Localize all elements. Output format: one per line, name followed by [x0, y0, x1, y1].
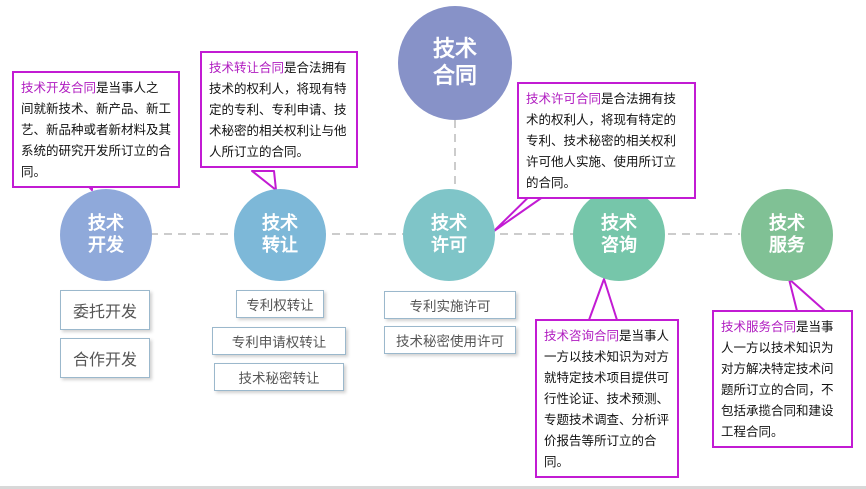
bottom-divider	[0, 486, 866, 489]
sub-box-patent-application-transfer: 专利申请权转让	[212, 327, 346, 355]
callout-tech-development: 技术开发合同是当事人之间就新技术、新产品、新工艺、新品种或者新材料及其系统的研究…	[12, 71, 180, 188]
main-circle-line2: 合同	[432, 64, 477, 89]
callout-text: 是当事人一方以技术知识为对方就特定技术项目提供可行性论证、技术预测、专题技术调查…	[544, 328, 670, 469]
node-tech-transfer: 技术 转让	[234, 189, 326, 281]
callout-term: 技术许可合同	[526, 91, 602, 106]
callout-term: 技术咨询合同	[544, 328, 620, 343]
callout-term: 技术转让合同	[209, 60, 285, 75]
node-tech-license: 技术 许可	[403, 189, 495, 281]
sub-box-secret-license: 技术秘密使用许可	[384, 326, 516, 354]
node-line1: 技术	[769, 212, 805, 234]
callout-text: 是当事人之间就新技术、新产品、新工艺、新品种或者新材料及其系统的研究开发所订立的…	[21, 80, 172, 179]
sub-box-commissioned-development: 委托开发	[60, 290, 150, 330]
callout-pointer-transfer	[251, 170, 277, 191]
node-tech-development: 技术 开发	[60, 189, 152, 281]
callout-text: 是合法拥有技术的权利人，将现有特定的专利、专利申请、技术秘密的相关权利让与他人所…	[209, 60, 347, 159]
sub-box-label: 技术秘密使用许可	[396, 334, 504, 350]
callout-tech-service: 技术服务合同是当事人一方以技术知识为对方解决特定技术问题所订立的合同，不包括承揽…	[712, 310, 853, 448]
sub-box-label: 专利申请权转让	[231, 335, 327, 351]
callout-pointer-service	[788, 278, 826, 312]
callout-text: 是合法拥有技术的权利人，将现有特定的专利、技术秘密的相关权利许可他人实施、使用所…	[526, 91, 677, 190]
sub-box-patent-transfer: 专利权转让	[236, 290, 324, 318]
callout-text: 是当事人一方以技术知识为对方解决特定技术问题所订立的合同，不包括承揽合同和建设工…	[721, 319, 834, 439]
sub-box-label: 合作开发	[72, 350, 137, 369]
sub-box-label: 技术秘密转让	[238, 371, 320, 387]
sub-box-patent-license: 专利实施许可	[384, 291, 516, 319]
node-tech-consulting: 技术 咨询	[573, 189, 665, 281]
sub-box-label: 委托开发	[72, 302, 137, 321]
node-line1: 技术	[601, 212, 637, 234]
callout-term: 技术开发合同	[21, 80, 97, 95]
node-line1: 技术	[431, 212, 467, 234]
callout-tech-consulting: 技术咨询合同是当事人一方以技术知识为对方就特定技术项目提供可行性论证、技术预测、…	[535, 319, 679, 478]
main-circle-line1: 技术	[432, 36, 477, 62]
sub-box-label: 专利权转让	[246, 298, 314, 314]
main-circle-tech-contract: 技术 合同	[398, 6, 512, 120]
node-line1: 技术	[88, 212, 124, 234]
sub-box-secret-transfer: 技术秘密转让	[214, 363, 344, 391]
node-line2: 许可	[431, 235, 467, 256]
callout-tech-license: 技术许可合同是合法拥有技术的权利人，将现有特定的专利、技术秘密的相关权利许可他人…	[517, 82, 696, 199]
callout-pointer-consult	[588, 278, 618, 321]
node-line2: 咨询	[601, 235, 637, 256]
node-line2: 服务	[769, 235, 805, 256]
node-line2: 开发	[88, 235, 124, 256]
node-tech-service: 技术 服务	[741, 189, 833, 281]
callout-term: 技术服务合同	[721, 319, 797, 334]
node-line2: 转让	[262, 235, 298, 256]
callout-tech-transfer: 技术转让合同是合法拥有技术的权利人，将现有特定的专利、专利申请、技术秘密的相关权…	[200, 51, 358, 168]
node-line1: 技术	[262, 212, 298, 234]
sub-box-cooperative-development: 合作开发	[60, 338, 150, 378]
sub-box-label: 专利实施许可	[409, 299, 491, 315]
